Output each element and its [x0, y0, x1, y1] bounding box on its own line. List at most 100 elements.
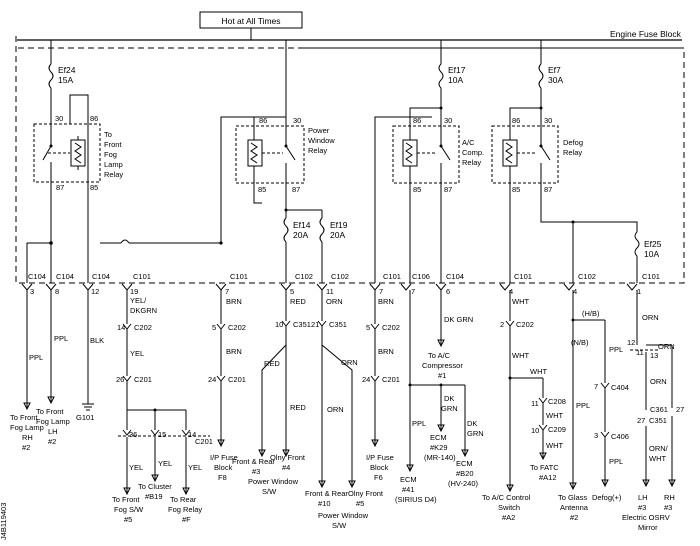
svg-text:C201: C201 [382, 375, 400, 384]
svg-text:DK: DK [467, 419, 477, 428]
svg-text:#2: #2 [48, 437, 56, 446]
connector-c106: C106 [412, 272, 430, 281]
svg-text:#1: #1 [438, 371, 446, 380]
fuse-ef24-label: Ef24 [58, 65, 76, 75]
svg-text:WHT: WHT [649, 454, 666, 463]
fuse-ef25-label: Ef25 [644, 239, 662, 249]
svg-text:PPL: PPL [609, 457, 623, 466]
svg-text:ECM: ECM [456, 459, 473, 468]
svg-text:7: 7 [411, 287, 415, 296]
svg-text:Defog(+): Defog(+) [592, 493, 622, 502]
svg-text:DK GRN: DK GRN [444, 315, 473, 324]
svg-text:Relay: Relay [104, 170, 123, 179]
svg-text:WHT: WHT [546, 441, 563, 450]
svg-text:Fog: Fog [104, 150, 117, 159]
fuse-ef14-label: Ef14 [293, 220, 311, 230]
svg-text:S/W: S/W [262, 487, 277, 496]
svg-text:WHT: WHT [512, 351, 529, 360]
power-window-relay: 86 30 85 87 [235, 116, 305, 194]
svg-text:BRN: BRN [226, 347, 242, 356]
svg-text:#F: #F [182, 515, 191, 524]
engine-fuse-block-label: Engine Fuse Block [610, 29, 682, 39]
svg-text:ORN/: ORN/ [649, 444, 669, 453]
svg-text:8: 8 [55, 287, 59, 296]
svg-text:RH: RH [22, 433, 33, 442]
svg-text:13: 13 [650, 351, 658, 360]
svg-text:36: 36 [129, 430, 137, 439]
svg-text:Lamp: Lamp [104, 160, 123, 169]
svg-text:#41: #41 [402, 485, 415, 494]
svg-text:C351: C351 [329, 320, 347, 329]
svg-text:10A: 10A [644, 249, 659, 259]
svg-text:C351: C351 [649, 416, 667, 425]
svg-text:Relay: Relay [308, 146, 327, 155]
svg-text:YEL: YEL [130, 349, 144, 358]
svg-text:#3: #3 [638, 503, 646, 512]
svg-text:24: 24 [208, 375, 216, 384]
svg-text:PPL: PPL [54, 334, 68, 343]
svg-text:ORN: ORN [326, 297, 343, 306]
svg-text:30: 30 [544, 116, 552, 125]
svg-text:To Front: To Front [112, 495, 140, 504]
svg-text:YEL: YEL [188, 463, 202, 472]
svg-text:Olny Front: Olny Front [270, 453, 306, 462]
svg-text:3: 3 [594, 431, 598, 440]
svg-text:PPL: PPL [29, 353, 43, 362]
svg-text:PPL: PPL [576, 401, 590, 410]
svg-text:Front & Rear: Front & Rear [305, 489, 348, 498]
svg-text:20A: 20A [330, 230, 345, 240]
svg-text:DK: DK [444, 394, 454, 403]
svg-text:Relay: Relay [563, 148, 582, 157]
svg-text:Power: Power [308, 126, 330, 135]
svg-text:Switch: Switch [498, 503, 520, 512]
svg-text:(MR-140): (MR-140) [424, 453, 456, 462]
svg-text:#K29: #K29 [430, 443, 448, 452]
svg-text:5: 5 [366, 323, 370, 332]
svg-text:20A: 20A [293, 230, 308, 240]
svg-text:Power Window: Power Window [318, 511, 369, 520]
connector-c101-c: C101 [383, 272, 401, 281]
svg-text:27: 27 [676, 405, 684, 414]
svg-text:30: 30 [444, 116, 452, 125]
svg-text:To FATC: To FATC [530, 463, 559, 472]
connector-c104-c: C104 [92, 272, 110, 281]
svg-text:30: 30 [293, 116, 301, 125]
svg-text:Relay: Relay [462, 158, 481, 167]
svg-text:24: 24 [362, 375, 370, 384]
connector-c104-b: C104 [56, 272, 74, 281]
svg-text:14: 14 [117, 323, 125, 332]
svg-text:C202: C202 [134, 323, 152, 332]
fuse-ef24-symbol [48, 63, 54, 89]
svg-text:#4: #4 [282, 463, 290, 472]
svg-text:C404: C404 [611, 383, 629, 392]
svg-text:7: 7 [594, 382, 598, 391]
svg-text:Fog S/W: Fog S/W [114, 505, 144, 514]
svg-text:To Cluster: To Cluster [138, 482, 172, 491]
svg-text:ORN: ORN [327, 405, 344, 414]
svg-text:#B19: #B19 [145, 492, 163, 501]
svg-text:LH: LH [638, 493, 648, 502]
svg-text:Olny Front: Olny Front [348, 489, 384, 498]
svg-text:BRN: BRN [378, 347, 394, 356]
svg-text:C202: C202 [516, 320, 534, 329]
svg-text:30A: 30A [548, 75, 563, 85]
svg-text:RED: RED [290, 297, 306, 306]
svg-text:Block: Block [370, 463, 389, 472]
svg-text:12: 12 [627, 338, 635, 347]
svg-text:1: 1 [637, 287, 641, 296]
svg-text:G101: G101 [76, 413, 94, 422]
svg-text:4: 4 [509, 287, 513, 296]
svg-text:Fog Lamp: Fog Lamp [10, 423, 44, 432]
svg-text:ECM: ECM [400, 475, 417, 484]
svg-text:YEL/: YEL/ [130, 296, 147, 305]
svg-text:RH: RH [664, 493, 675, 502]
svg-text:5: 5 [290, 287, 294, 296]
connector-c104-a: C104 [28, 272, 46, 281]
hot-at-all-times-box: Hot at All Times [199, 11, 303, 29]
ground-g101-icon [82, 403, 94, 411]
svg-text:BLK: BLK [90, 336, 104, 345]
svg-text:ECM: ECM [430, 433, 447, 442]
svg-text:ORN: ORN [642, 313, 659, 322]
svg-text:86: 86 [413, 116, 421, 125]
